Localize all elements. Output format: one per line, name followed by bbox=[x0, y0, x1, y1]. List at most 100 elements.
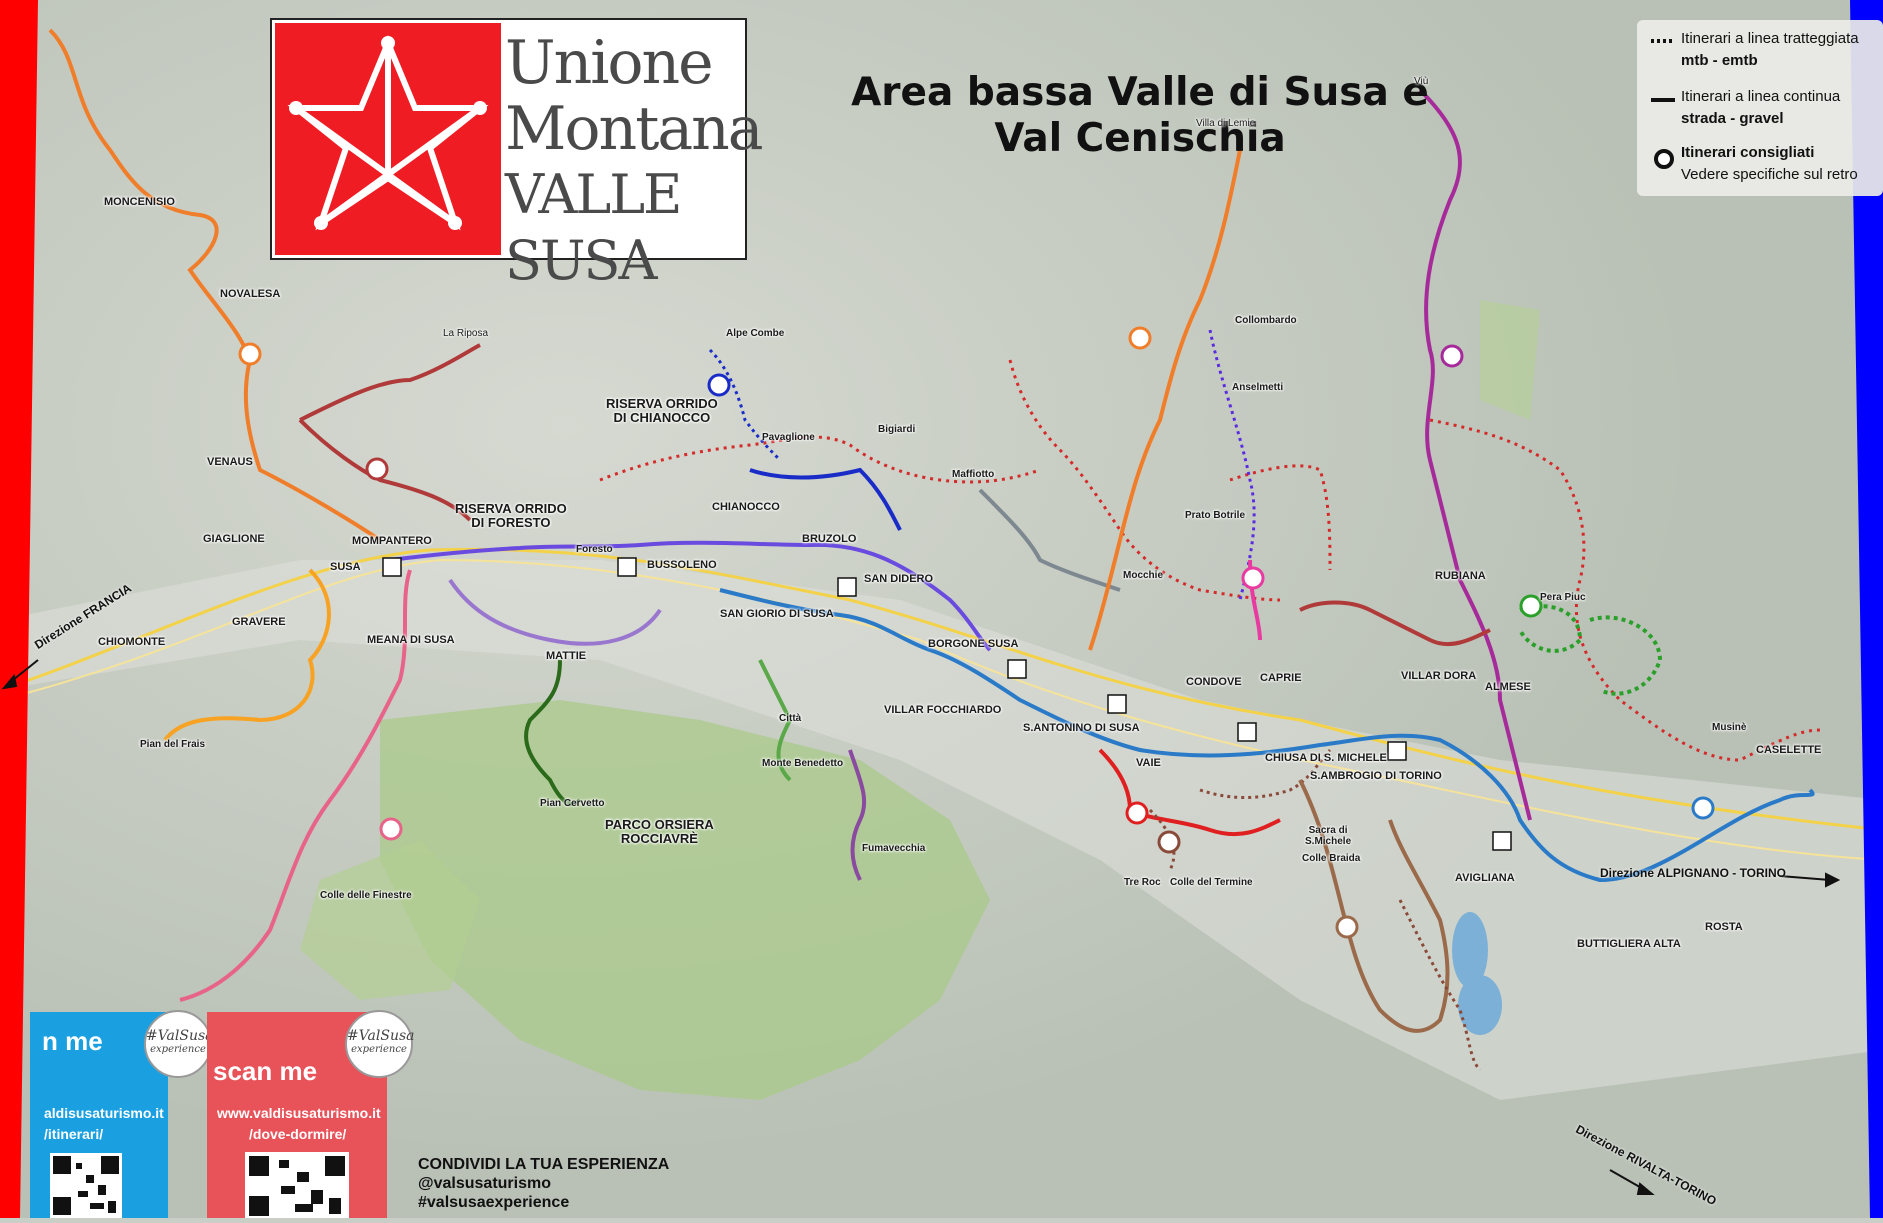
qr-panel-dove-dormire: scan me www.valdisusaturismo.it /dove-do… bbox=[207, 1012, 387, 1218]
logo-line-1: Unione bbox=[505, 28, 714, 98]
riserva-chianocco-line-2: DI CHIANOCCO bbox=[613, 410, 711, 425]
riserva-foresto-line-1: RISERVA ORRIDO bbox=[455, 501, 567, 516]
logo-star-panel bbox=[275, 23, 501, 255]
place-susa: SUSA bbox=[330, 561, 361, 573]
legend-rec-sub: Vedere specifiche sul retro bbox=[1681, 166, 1858, 183]
place-villar-focchiardo: VILLAR FOCCHIARDO bbox=[884, 704, 1002, 716]
place-almese: ALMESE bbox=[1485, 681, 1531, 693]
qr-left-scan: n me bbox=[42, 1026, 103, 1056]
place-s-ambrogio: S.AMBROGIO DI TORINO bbox=[1310, 770, 1442, 782]
parco-line-1: PARCO ORSIERA bbox=[605, 817, 714, 832]
share-line-2: @valsusaturismo bbox=[418, 1175, 551, 1192]
qr-code-right[interactable] bbox=[245, 1152, 349, 1218]
place-citta: Città bbox=[779, 713, 802, 724]
badge-right-line-2: experience bbox=[351, 1044, 407, 1055]
place-gravere: GRAVERE bbox=[232, 616, 286, 628]
title-line-1: Area bassa Valle di Susa e bbox=[851, 70, 1429, 115]
place-vaie: VAIE bbox=[1136, 757, 1161, 769]
place-bussoleno: BUSSOLENO bbox=[647, 559, 717, 571]
logo-line-2: Montana bbox=[505, 94, 763, 164]
place-bruzolo: BRUZOLO bbox=[802, 533, 857, 545]
place-venaus: VENAUS bbox=[207, 456, 253, 468]
place-caprie: CAPRIE bbox=[1260, 672, 1302, 684]
place-chianocco: CHIANOCCO bbox=[712, 501, 780, 513]
place-bigiardi: Bigiardi bbox=[878, 424, 916, 435]
place-borgone: BORGONE SUSA bbox=[928, 638, 1019, 650]
place-monte-benedetto: Monte Benedetto bbox=[762, 758, 844, 769]
place-maffiotto: Maffiotto bbox=[952, 469, 995, 480]
title-line-2: Val Cenischia bbox=[994, 116, 1286, 161]
logo-union-montana: Unione Montana VALLE SUSA bbox=[270, 18, 763, 292]
badge-right-line-1: #ValSusa bbox=[347, 1028, 415, 1044]
qr-left-url1: aldisusaturismo.it bbox=[44, 1105, 164, 1121]
place-pian-frais: Pian del Frais bbox=[140, 739, 206, 750]
place-condove: CONDOVE bbox=[1186, 676, 1242, 688]
parco-line-2: ROCCIAVRÈ bbox=[620, 831, 698, 846]
share-block: CONDIVIDI LA TUA ESPERIENZA @valsusaturi… bbox=[418, 1155, 669, 1212]
place-la-riposa: La Riposa bbox=[443, 328, 489, 339]
place-viu: Viù bbox=[1414, 76, 1429, 87]
riserva-chianocco-line-1: RISERVA ORRIDO bbox=[606, 396, 718, 411]
legend-solid-sub: strada - gravel bbox=[1681, 110, 1784, 127]
legend-dashed-title: Itinerari a linea tratteggiata bbox=[1681, 30, 1859, 47]
legend: Itinerari a linea tratteggiata mtb - emt… bbox=[1637, 20, 1883, 196]
place-prato-botrile: Prato Botrile bbox=[1185, 510, 1246, 521]
place-san-giorio: SAN GIORIO DI SUSA bbox=[720, 608, 834, 620]
place-rubiana: RUBIANA bbox=[1435, 570, 1486, 582]
place-caselette: CASELETTE bbox=[1756, 744, 1822, 756]
qr-code-right-icon bbox=[249, 1156, 345, 1216]
place-colle-termine: Colle del Termine bbox=[1170, 877, 1253, 888]
place-novalesa: NOVALESA bbox=[220, 288, 281, 300]
place-musine: Musinè bbox=[1712, 722, 1747, 733]
place-mattie: MATTIE bbox=[546, 650, 587, 662]
direction-alpignano: Direzione ALPIGNANO - TORINO bbox=[1600, 866, 1787, 880]
place-fumavecchia: Fumavecchia bbox=[862, 843, 926, 854]
place-s-antonino: S.ANTONINO DI SUSA bbox=[1023, 722, 1140, 734]
place-colle-braida: Colle Braida bbox=[1302, 853, 1361, 864]
place-rosta: ROSTA bbox=[1705, 921, 1743, 933]
place-pera-piuc: Pera Piuc bbox=[1540, 592, 1586, 603]
share-line-1: CONDIVIDI LA TUA ESPERIENZA bbox=[418, 1156, 670, 1173]
sacra-line-1: Sacra di bbox=[1308, 825, 1348, 836]
qr-code-left-icon bbox=[53, 1156, 119, 1215]
place-moncenisio: MONCENISIO bbox=[104, 196, 175, 208]
place-chiomonte: CHIOMONTE bbox=[98, 636, 166, 648]
place-pavaglione: Pavaglione bbox=[762, 432, 815, 443]
legend-rec-title: Itinerari consigliati bbox=[1681, 144, 1815, 161]
place-avigliana: AVIGLIANA bbox=[1455, 872, 1515, 884]
valsusa-badge-left: #ValSusa experience bbox=[144, 1010, 214, 1078]
place-pian-cervetto: Pian Cervetto bbox=[540, 798, 605, 809]
qr-right-scan: scan me bbox=[213, 1056, 318, 1086]
place-colle-finestre: Colle delle Finestre bbox=[320, 890, 412, 901]
qr-right-url2: /dove-dormire/ bbox=[249, 1126, 347, 1142]
riserva-foresto-line-2: DI FORESTO bbox=[471, 515, 551, 530]
place-alpe-combe: Alpe Combe bbox=[726, 328, 785, 339]
place-san-didero: SAN DIDERO bbox=[864, 573, 934, 585]
place-buttigliera: BUTTIGLIERA ALTA bbox=[1577, 938, 1681, 950]
qr-code-left[interactable] bbox=[50, 1153, 122, 1218]
place-mompantero: MOMPANTERO bbox=[352, 535, 432, 547]
legend-dashed-sub: mtb - emtb bbox=[1681, 52, 1758, 69]
place-collombardo: Collombardo bbox=[1235, 315, 1297, 326]
sacra-line-2: S.Michele bbox=[1305, 836, 1352, 847]
place-foresto: Foresto bbox=[576, 544, 613, 555]
logo-line-3: VALLE SUSA bbox=[505, 163, 682, 292]
place-chiusa: CHIUSA DI S. MICHELE bbox=[1265, 752, 1387, 764]
qr-right-url1: www.valdisusaturismo.it bbox=[217, 1105, 381, 1121]
legend-solid-title: Itinerari a linea continua bbox=[1681, 88, 1841, 105]
place-tre-roc: Tre Roc bbox=[1124, 877, 1161, 888]
share-line-3: #valsusaexperience bbox=[418, 1194, 570, 1211]
badge-left-line-2: experience bbox=[150, 1044, 206, 1055]
map-title: Area bassa Valle di Susa e Val Cenischia bbox=[790, 70, 1490, 162]
place-meana: MEANA DI SUSA bbox=[367, 634, 455, 646]
solid-line-icon bbox=[1651, 98, 1675, 102]
badge-left-line-1: #ValSusa bbox=[146, 1028, 214, 1044]
place-anselmetti: Anselmetti bbox=[1232, 382, 1284, 393]
place-mocchie: Mocchie bbox=[1123, 570, 1164, 581]
star-emblem-icon bbox=[287, 35, 489, 231]
qr-left-url2: /itinerari/ bbox=[44, 1126, 104, 1142]
